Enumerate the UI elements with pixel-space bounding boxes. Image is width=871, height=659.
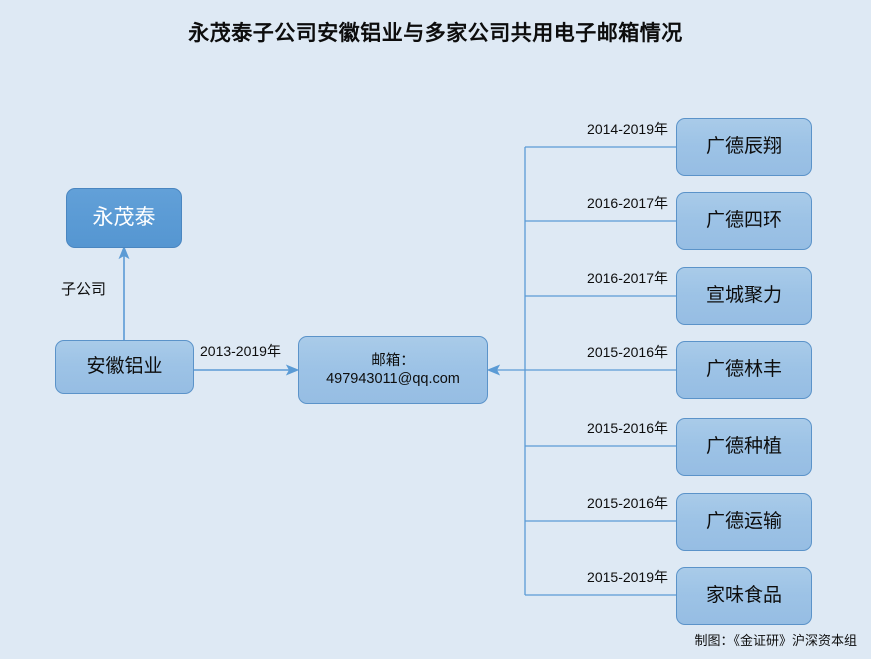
email-label: 邮箱： <box>371 352 415 369</box>
email-address: 497943011@qq.com <box>326 371 460 387</box>
edge-label-company-2-years: 2016-2017年 <box>587 195 668 211</box>
edge-label-subsidiary: 子公司 <box>61 281 107 298</box>
edge-label-company-6-years: 2015-2016年 <box>587 495 668 511</box>
node-company-5[interactable]: 广德种植 <box>676 418 812 476</box>
node-parent-company[interactable]: 永茂泰 <box>66 188 182 248</box>
node-company-1[interactable]: 广德辰翔 <box>676 118 812 176</box>
node-company-6[interactable]: 广德运输 <box>676 493 812 551</box>
link-companies-to-email <box>486 146 676 596</box>
node-subsidiary-company[interactable]: 安徽铝业 <box>55 340 194 394</box>
edge-label-company-1-years: 2014-2019年 <box>587 121 668 137</box>
edge-label-company-4-years: 2015-2016年 <box>587 344 668 360</box>
node-company-2[interactable]: 广德四环 <box>676 192 812 250</box>
node-company-7[interactable]: 家味食品 <box>676 567 812 625</box>
credit-line: 制图：《金证研》沪深资本组 <box>694 633 857 648</box>
node-company-3[interactable]: 宣城聚力 <box>676 267 812 325</box>
edge-label-company-7-years: 2015-2019年 <box>587 569 668 585</box>
link-subsidiary-to-parent <box>118 245 130 340</box>
node-company-4[interactable]: 广德林丰 <box>676 341 812 399</box>
edge-label-email-years: 2013-2019年 <box>200 343 281 359</box>
link-subsidiary-to-email <box>194 364 300 376</box>
edge-label-company-5-years: 2015-2016年 <box>587 420 668 436</box>
node-shared-email[interactable]: 邮箱： 497943011@qq.com <box>298 336 488 404</box>
page-title: 永茂泰子公司安徽铝业与多家公司共用电子邮箱情况 <box>188 22 683 45</box>
edge-label-company-3-years: 2016-2017年 <box>587 270 668 286</box>
